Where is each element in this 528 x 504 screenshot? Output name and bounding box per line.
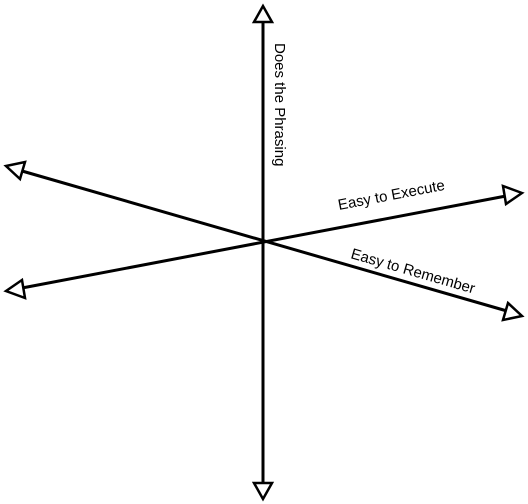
axis-remember — [3, 160, 525, 322]
arrowhead-remember-right-icon — [501, 300, 525, 322]
axis-remember-line — [20, 169, 509, 313]
arrowhead-up-icon — [251, 3, 275, 24]
arrowhead-remember-left-icon — [3, 160, 27, 182]
label-easy-to-execute: Easy to Execute — [337, 177, 447, 214]
arrowhead-execute-right-icon — [501, 184, 525, 207]
label-does-the-phrasing: Does the Phrasing — [271, 43, 288, 166]
arrowhead-down-icon — [251, 481, 275, 502]
arrowhead-execute-left-icon — [3, 277, 27, 300]
axis-vertical — [251, 3, 275, 502]
